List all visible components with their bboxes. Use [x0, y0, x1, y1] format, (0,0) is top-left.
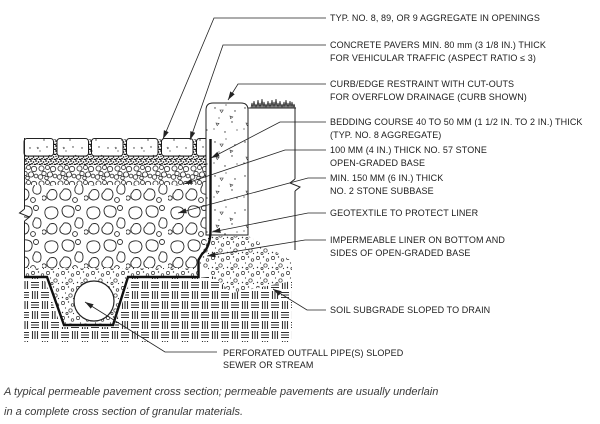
callout-concrete-pavers-1: CONCRETE PAVERS MIN. 80 mm (3 1/8 IN.) T…: [330, 40, 546, 50]
leader-concrete-pavers: [189, 44, 326, 141]
leader-curb: [227, 83, 326, 101]
callout-bedding-1: BEDDING COURSE 40 TO 50 MM (1 1/2 IN. TO…: [330, 117, 583, 127]
leader-stone-subbase: [177, 177, 326, 214]
callouts: TYP. NO. 8, 89, OR 9 AGGREGATE IN OPENIN…: [223, 13, 583, 370]
callout-curb-1: CURB/EDGE RESTRAINT WITH CUT-OUTS: [330, 79, 514, 89]
bedding-course-layer: [24, 156, 211, 165]
callout-curb-2: FOR OVERFLOW DRAINAGE (CURB SHOWN): [330, 92, 527, 102]
grass-symbol: [248, 98, 296, 109]
callout-aggregate-openings: TYP. NO. 8, 89, OR 9 AGGREGATE IN OPENIN…: [330, 13, 540, 23]
overflow-aggregate-spill: [199, 236, 292, 293]
left-section-cut-line: [18, 138, 31, 277]
curb: [205, 102, 249, 236]
callout-base57-1: 100 MM (4 IN.) THICK NO. 57 STONE: [330, 145, 487, 155]
no2-stone-subbase-layer: [24, 185, 211, 268]
callout-soil-subgrade: SOIL SUBGRADE SLOPED TO DRAIN: [330, 305, 490, 315]
figure-caption: A typical permeable pavement cross secti…: [4, 382, 564, 422]
leader-open-graded-base: [183, 149, 326, 185]
leader-soil-subgrade: [272, 288, 326, 311]
callout-bedding-2: (TYP. NO. 8 AGGREGATE): [330, 130, 441, 140]
leader-lines: [84, 17, 326, 353]
callout-base57-2: OPEN-GRADED BASE: [330, 158, 425, 168]
figure-caption-line-1: A typical permeable pavement cross secti…: [4, 386, 439, 398]
leader-aggregate-openings: [162, 17, 326, 140]
paver-joint-aggregate: [53, 139, 197, 156]
callout-subbase-1: MIN. 150 MM (6 IN.) THICK: [330, 173, 443, 183]
leader-geotextile: [211, 212, 326, 233]
callout-subbase-2: NO. 2 STONE SUBBASE: [330, 186, 434, 196]
callout-concrete-pavers-2: FOR VEHICULAR TRAFFIC (ASPECT RATIO ≤ 3): [330, 53, 536, 63]
callout-liner-1: IMPERMEABLE LINER ON BOTTOM AND: [330, 235, 505, 245]
perforated-pipe: [73, 280, 115, 322]
callout-outfall-pipe-1: PERFORATED OUTFALL PIPE(S) SLOPED: [223, 348, 404, 358]
soil-subgrade-layer: [24, 268, 292, 342]
no57-stone-base-layer: [24, 164, 211, 185]
leader-impermeable-liner: [206, 239, 326, 258]
leader-bedding-course: [210, 121, 326, 159]
callout-geotextile: GEOTEXTILE TO PROTECT LINER: [330, 208, 479, 218]
pavers-layer: [23, 138, 212, 157]
impermeable-liner-line: [24, 139, 212, 327]
figure-caption-line-2: in a complete cross section of granular …: [4, 406, 244, 418]
right-section-cut-line: [289, 108, 301, 250]
callout-outfall-pipe-2: SEWER OR STREAM: [223, 360, 314, 370]
callout-liner-2: SIDES OF OPEN-GRADED BASE: [330, 248, 471, 258]
leader-outfall-pipe: [84, 301, 217, 353]
